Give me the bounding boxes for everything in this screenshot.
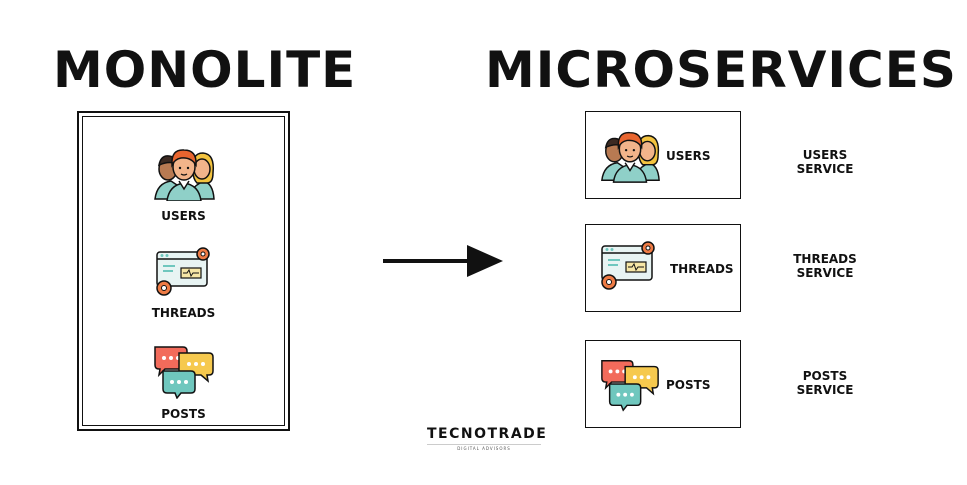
monolith-posts-item: POSTS <box>79 343 288 421</box>
users-service-name: USERS SERVICE <box>785 148 865 176</box>
logo-text: TECNOTRADE <box>427 426 548 442</box>
monolith-users-item: USERS <box>79 145 288 223</box>
users-group-icon <box>153 149 215 201</box>
users-service-name-line1: USERS <box>802 148 848 162</box>
users-service-name-line2: SERVICE <box>796 162 854 176</box>
threads-service-name-line1: THREADS <box>793 252 857 266</box>
threads-window-gear-icon <box>601 241 655 290</box>
tecnotrade-logo: TECNOTRADE DIGITAL ADVISORS <box>427 425 548 452</box>
monolith-box: USERS THREADS <box>77 111 290 431</box>
users-service-box: USERS <box>585 111 741 199</box>
posts-service-name-line1: POSTS <box>802 369 848 383</box>
monolith-threads-label: THREADS <box>151 306 216 320</box>
arrow-right-icon <box>383 245 503 277</box>
logo-subtitle: DIGITAL ADVISORS <box>457 446 511 451</box>
posts-service-box: POSTS <box>585 340 741 428</box>
monolith-threads-item: THREADS <box>79 246 288 320</box>
chat-bubbles-icon <box>153 346 214 399</box>
threads-service-name: THREADS SERVICE <box>785 252 865 280</box>
threads-window-gear-icon <box>155 247 210 296</box>
monolith-users-label: USERS <box>161 209 206 223</box>
threads-service-name-line2: SERVICE <box>796 266 854 280</box>
posts-service-name: POSTS SERVICE <box>785 369 865 397</box>
posts-service-box-label: POSTS <box>666 378 711 392</box>
threads-service-box: THREADS <box>585 224 741 312</box>
microservices-title: MICROSERVICES <box>485 41 957 99</box>
logo-divider <box>427 444 541 445</box>
users-group-icon <box>601 131 660 183</box>
monolith-title: MONOLITE <box>53 41 357 99</box>
posts-service-name-line2: SERVICE <box>796 383 854 397</box>
users-service-box-label: USERS <box>666 149 711 163</box>
chat-bubbles-icon <box>601 360 659 412</box>
threads-service-box-label: THREADS <box>670 262 734 276</box>
monolith-posts-label: POSTS <box>161 407 206 421</box>
